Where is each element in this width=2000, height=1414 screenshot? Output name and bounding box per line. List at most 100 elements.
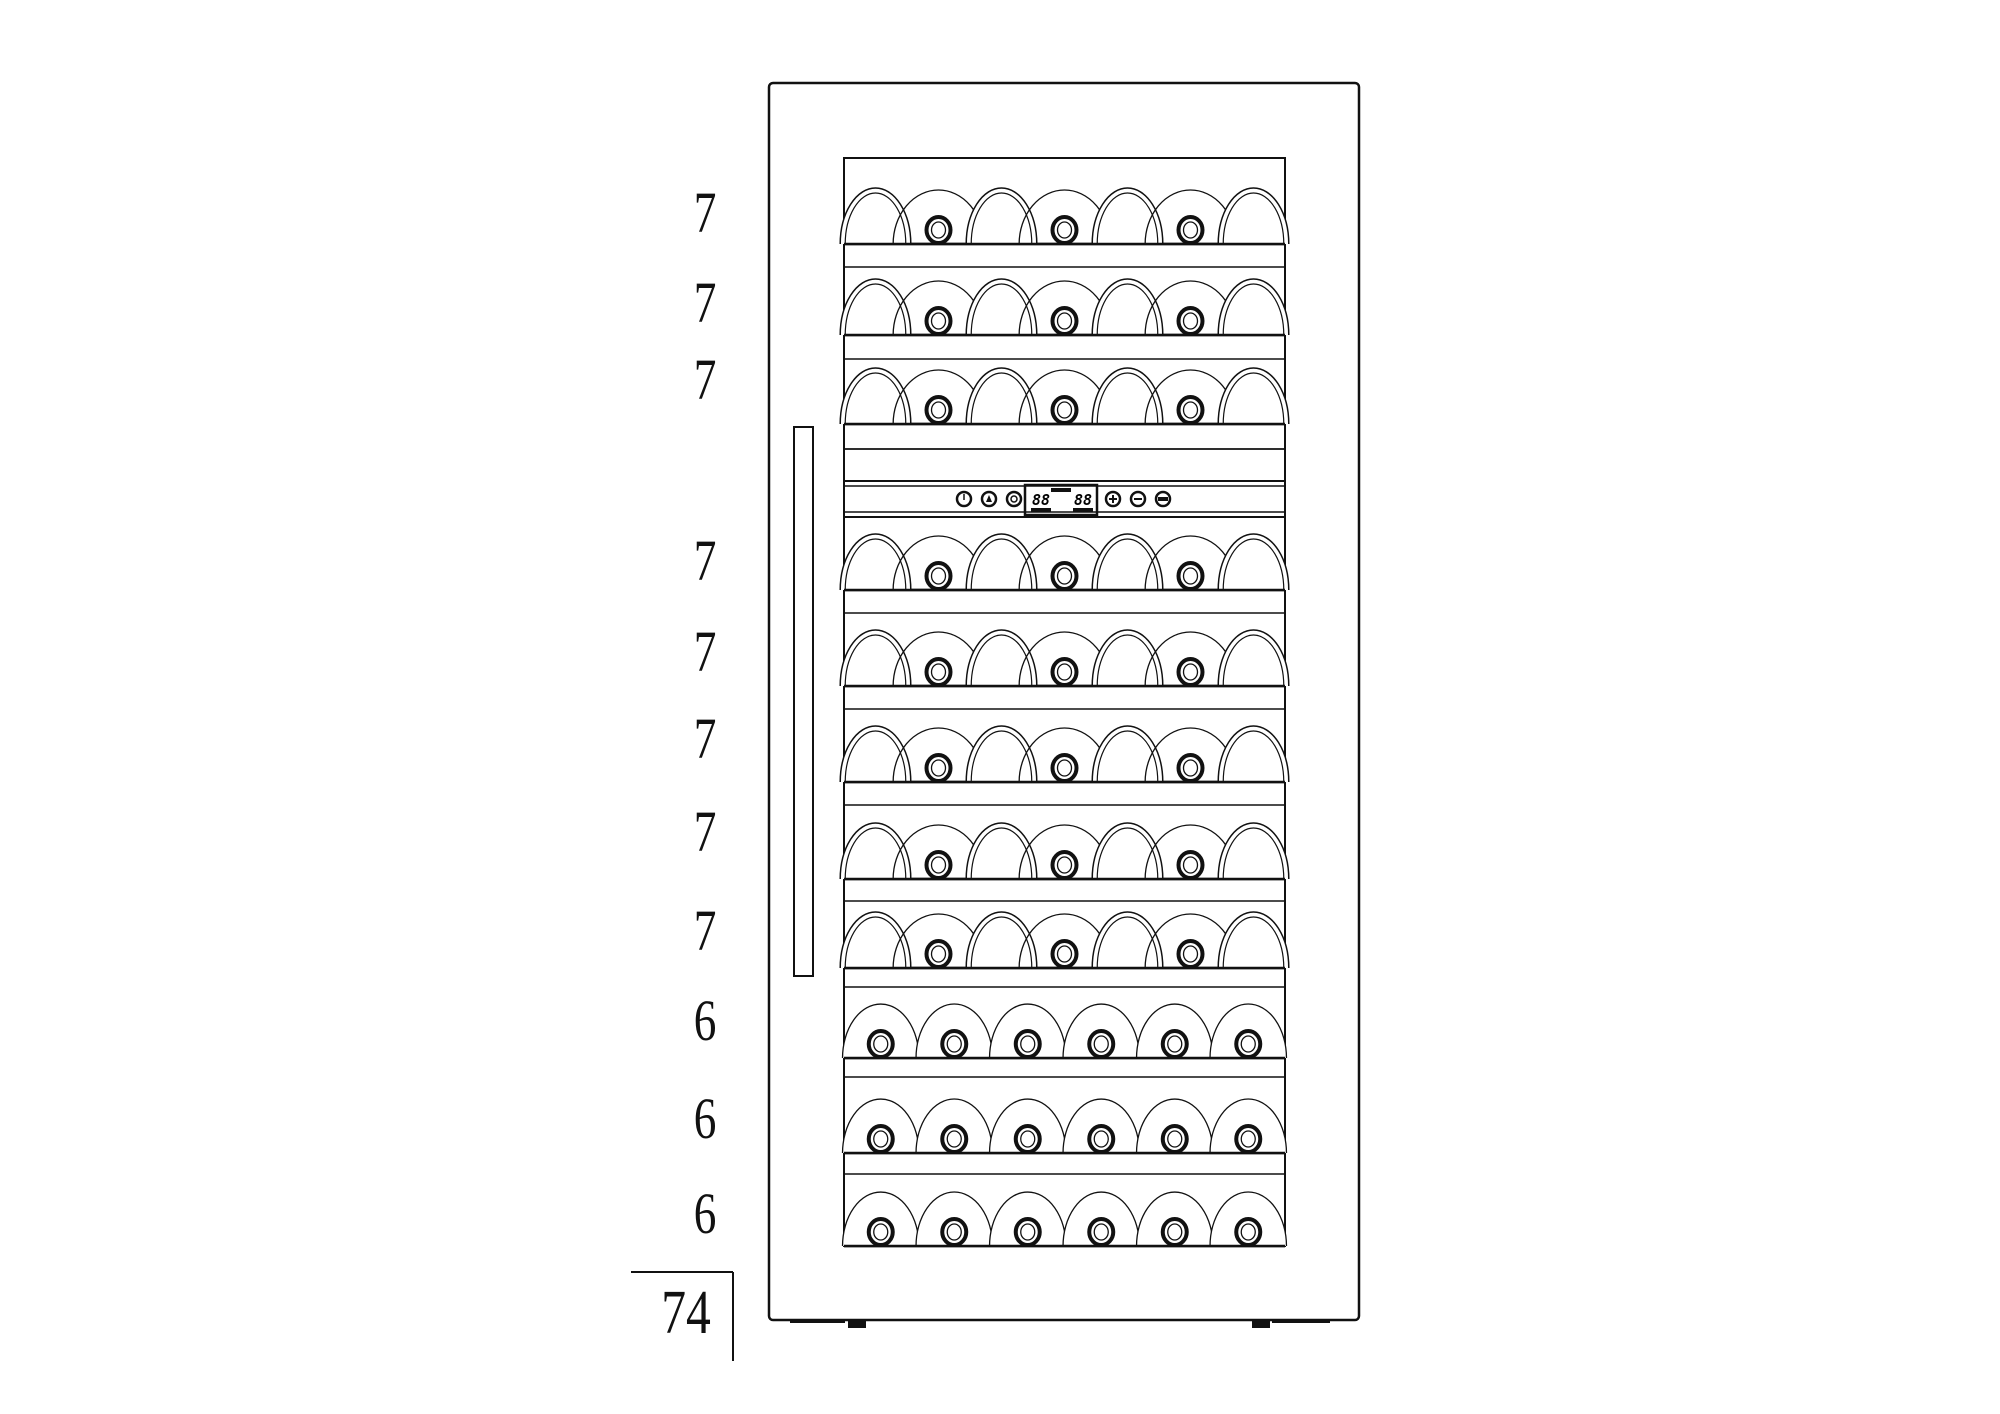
temp-unit-icon <box>1005 490 1023 508</box>
shelf-row <box>839 187 1290 268</box>
feet <box>790 1320 1330 1328</box>
shelf-row <box>839 612 1290 688</box>
shelf-row <box>839 533 1290 592</box>
bottle-punt <box>924 306 953 336</box>
light-button[interactable] <box>980 490 998 508</box>
foot-right <box>1252 1320 1270 1328</box>
shelf-count-label: 7 <box>693 799 717 864</box>
wine-bottle <box>988 1098 1067 1154</box>
wine-bottle <box>839 629 912 687</box>
bottle-punt <box>1087 1124 1116 1154</box>
wine-bottle <box>1217 278 1290 336</box>
bottle-punt <box>1176 561 1205 591</box>
bottle-punt <box>866 1124 895 1154</box>
bottle-punt <box>1234 1217 1263 1247</box>
power-button[interactable] <box>955 490 973 508</box>
shelf-row <box>841 986 1288 1060</box>
wine-bottle <box>839 822 912 880</box>
wine-bottle <box>965 367 1038 425</box>
wine-bottle <box>1209 1098 1288 1154</box>
bottle-punt <box>1013 1029 1042 1059</box>
wine-bottle <box>839 367 912 425</box>
shelf-row <box>839 278 1290 360</box>
shelf-row <box>839 900 1290 970</box>
total-bottle-count: 74 <box>661 1279 711 1347</box>
wine-bottle <box>965 822 1038 880</box>
wine-bottle <box>1217 629 1290 687</box>
bottle-punt <box>1160 1029 1189 1059</box>
shelf-count-label: 6 <box>693 1086 717 1151</box>
wine-bottle <box>839 187 912 245</box>
bottle-punt <box>924 561 953 591</box>
shelf-count-label: 7 <box>693 270 717 335</box>
shelf-count-label: 7 <box>693 347 717 412</box>
bottle-punt <box>940 1217 969 1247</box>
bottle-punt <box>924 395 953 425</box>
wine-bottle <box>839 533 912 591</box>
wine-bottle <box>841 1003 920 1059</box>
bottle-punt <box>1050 850 1079 880</box>
bottle-punt <box>1013 1217 1042 1247</box>
bottle-punt <box>866 1217 895 1247</box>
wine-bottle <box>965 629 1038 687</box>
bottle-punt <box>924 850 953 880</box>
wine-bottle <box>1217 822 1290 880</box>
bottle-punt <box>1050 561 1079 591</box>
wine-bottle <box>1091 725 1164 783</box>
bottle-punt <box>1050 395 1079 425</box>
shelf-row <box>839 367 1290 450</box>
wine-bottle <box>1217 725 1290 783</box>
wine-bottle <box>1217 533 1290 591</box>
wine-bottle <box>965 911 1038 969</box>
bottle-punt <box>1176 753 1205 783</box>
wine-bottle <box>1091 187 1164 245</box>
wine-bottle <box>988 1003 1067 1059</box>
shelf-count-label: 7 <box>693 619 717 684</box>
plus-button[interactable] <box>1104 490 1122 508</box>
zone-button[interactable] <box>1154 490 1172 508</box>
bottle-punt <box>924 215 953 245</box>
wine-bottle <box>965 533 1038 591</box>
bottle-punt <box>1087 1029 1116 1059</box>
bottle-punt <box>1176 939 1205 969</box>
display-indicator <box>1051 488 1071 492</box>
bottle-punt <box>1176 395 1205 425</box>
bottle-punt <box>866 1029 895 1059</box>
wine-bottle <box>1144 535 1237 591</box>
display-indicator <box>1073 508 1093 512</box>
bottle-punt <box>1176 850 1205 880</box>
wine-bottle <box>915 1191 994 1247</box>
display-right-digits: 88 <box>1074 491 1092 509</box>
bottle-punt <box>1087 1217 1116 1247</box>
total-bracket <box>631 1271 734 1361</box>
wine-bottle <box>1062 1003 1141 1059</box>
wine-bottle <box>1135 1003 1214 1059</box>
shelves <box>839 187 1290 1248</box>
wine-bottle <box>1091 822 1164 880</box>
bottle-punt <box>940 1029 969 1059</box>
shelf-count-label: 7 <box>693 528 717 593</box>
wine-bottle <box>839 278 912 336</box>
shelf-row <box>841 1076 1288 1155</box>
bottle-punt <box>1160 1124 1189 1154</box>
wine-bottle <box>1209 1003 1288 1059</box>
shelf-count-label: 6 <box>693 988 717 1053</box>
wine-bottle <box>1091 911 1164 969</box>
wine-bottle <box>1091 533 1164 591</box>
display-screen <box>1023 483 1099 517</box>
shelf-count-label: 7 <box>693 180 717 245</box>
wine-bottle <box>1209 1191 1288 1247</box>
wine-bottle <box>839 725 912 783</box>
bottle-punt <box>1176 657 1205 687</box>
wine-bottle <box>965 725 1038 783</box>
display-left-digits: 88 <box>1032 491 1050 509</box>
minus-button[interactable] <box>1129 490 1147 508</box>
wine-bottle <box>1062 1191 1141 1247</box>
wine-bottle <box>841 1098 920 1154</box>
cabinet-outline <box>767 81 1361 1322</box>
control-panel: 88 88 <box>843 480 1286 518</box>
control-panel-strip <box>843 480 1286 518</box>
bottle-punt <box>924 657 953 687</box>
wine-bottle <box>841 1191 920 1247</box>
temp-unit-button[interactable] <box>1005 490 1023 508</box>
